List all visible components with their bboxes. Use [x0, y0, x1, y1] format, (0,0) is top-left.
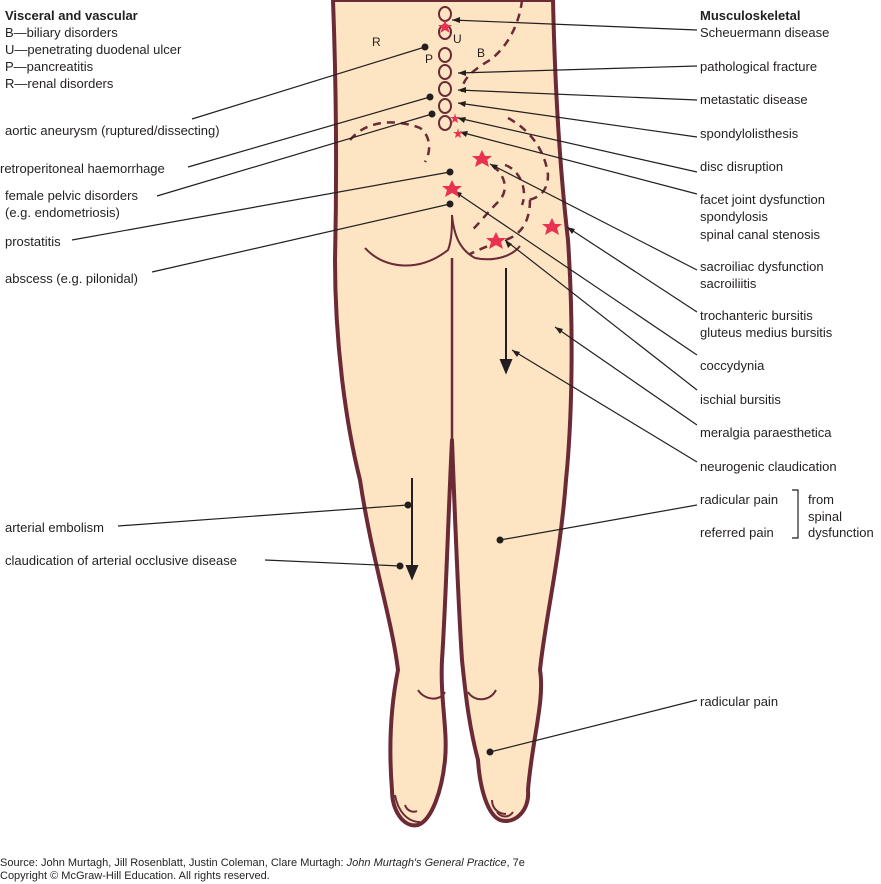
- toes: [394, 689, 514, 823]
- label-endometriosis: (e.g. endometriosis): [5, 205, 120, 220]
- letter-r: R: [372, 35, 381, 49]
- label-spondylolisthesis: spondylolisthesis: [700, 126, 799, 141]
- star-coccyx: [442, 180, 462, 197]
- bracket-from: from: [808, 492, 834, 507]
- label-facet-joint: facet joint dysfunction: [700, 192, 826, 207]
- star-ischial: [486, 232, 506, 249]
- label-neurogenic-claudication: neurogenic claudication: [700, 459, 837, 474]
- gluteal-fold: [364, 214, 521, 267]
- vertebra-1: [438, 6, 452, 22]
- target-dots: [396, 43, 504, 756]
- musculoskeletal-header: Musculoskeletal: [700, 8, 801, 23]
- label-aortic-aneurysm: aortic aneurysm (ruptured/dissecting): [5, 123, 220, 138]
- label-meralgia: meralgia paraesthetica: [700, 425, 832, 440]
- star-scheuermann: [438, 20, 452, 33]
- label-ischial-bursitis: ischial bursitis: [700, 392, 781, 407]
- vertebra-5: [438, 81, 452, 97]
- visceral-header: Visceral and vascular: [5, 8, 138, 23]
- label-prostatitis: prostatitis: [5, 234, 61, 249]
- arrows: [405, 268, 513, 581]
- label-radicular-pain-foot: radicular pain: [700, 694, 779, 709]
- label-scheuermann: Scheuermann disease: [700, 25, 830, 40]
- label-coccydynia: coccydynia: [700, 358, 765, 373]
- arrow-head-arterial: [405, 565, 419, 581]
- label-sacroiliitis: sacroiliitis: [700, 276, 757, 291]
- vertebra-3: [438, 47, 452, 63]
- label-disc-disruption: disc disruption: [700, 159, 784, 174]
- vertebra-7: [438, 115, 452, 131]
- label-retroperitoneal: retroperitoneal haemorrhage: [0, 161, 165, 176]
- label-sacroiliac: sacroiliac dysfunction: [700, 259, 824, 274]
- source-prefix: Source: John Murtagh, Jill Rosenblatt, J…: [0, 857, 347, 869]
- label-female-pelvic: female pelvic disorders: [5, 188, 138, 203]
- legend-pancreatitis: P—pancreatitis: [5, 59, 94, 74]
- label-spinal-stenosis: spinal canal stenosis: [700, 227, 820, 242]
- label-spondylosis: spondylosis: [700, 209, 768, 224]
- label-abscess: abscess (e.g. pilonidal): [5, 271, 138, 286]
- bracket-dysfunction: dysfunction: [808, 525, 874, 540]
- leader-lines: [71, 19, 698, 753]
- copyright-line: Copyright © McGraw-Hill Education. All r…: [0, 870, 270, 882]
- letter-p: P: [425, 52, 433, 66]
- star-sacroiliac: [472, 150, 492, 167]
- source-book: John Murtagh's General Practice: [346, 857, 507, 869]
- source-line: Source: John Murtagh, Jill Rosenblatt, J…: [0, 857, 525, 870]
- label-claudication: claudication of arterial occlusive disea…: [5, 553, 237, 568]
- arrow-head-neurogenic: [499, 359, 513, 375]
- label-arterial-embolism: arterial embolism: [5, 520, 104, 535]
- legend-biliary: B—biliary disorders: [5, 25, 118, 40]
- star-facet-2: [453, 128, 463, 138]
- source-edition: , 7e: [506, 857, 525, 869]
- letter-b: B: [477, 46, 485, 60]
- label-trochanteric: trochanteric bursitis: [700, 308, 813, 323]
- legend-renal: R—renal disorders: [5, 76, 114, 91]
- star-trochanter: [542, 218, 562, 235]
- organ-outlines: [349, 0, 550, 256]
- pain-stars: [438, 20, 562, 249]
- label-gluteus-medius: gluteus medius bursitis: [700, 325, 833, 340]
- label-metastatic: metastatic disease: [700, 92, 808, 107]
- vertebra-4: [438, 64, 452, 80]
- star-facet: [450, 113, 460, 123]
- label-radicular-pain: radicular pain: [700, 492, 779, 507]
- label-referred-pain: referred pain: [700, 525, 774, 540]
- bracket-spinal: spinal: [808, 509, 842, 524]
- vertebra-6: [438, 98, 452, 114]
- label-pathological-fracture: pathological fracture: [700, 59, 818, 74]
- letter-u: U: [453, 32, 462, 46]
- legend-ulcer: U—penetrating duodenal ulcer: [5, 42, 182, 57]
- bracket: [792, 489, 799, 539]
